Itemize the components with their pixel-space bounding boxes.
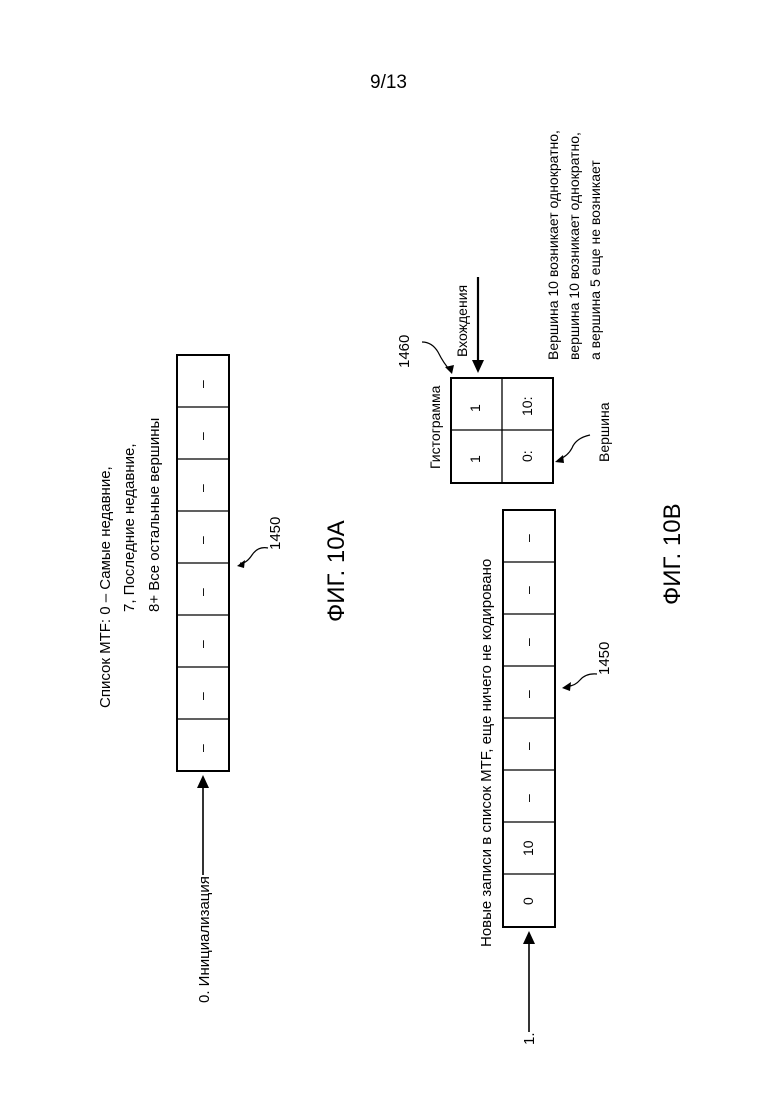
histogram-ref-leader [422, 342, 450, 370]
fig10a-cell-8: – [195, 744, 209, 752]
hist-count-0: 1 [468, 455, 482, 463]
fig10b-cell-1: 0 [521, 897, 535, 905]
fig10b-step-arrowhead [523, 931, 535, 944]
occurrences-label: Вхождения [455, 285, 469, 357]
fig10a-cell-1: – [195, 380, 209, 388]
histogram-label: Гистограмма [428, 386, 442, 469]
note-line2: вершина 10 возникает однократно, [567, 132, 581, 360]
fig10a-cell-4: – [195, 536, 209, 544]
vertex-label: Вершина [597, 403, 611, 462]
note-line3: а вершина 5 еще не возникает [588, 160, 602, 360]
fig10a-cell-7: – [195, 692, 209, 700]
fig10b-ref-1450: 1450 [597, 642, 612, 675]
fig10a-caption: ФИГ. 10А [325, 520, 349, 622]
hist-count-10: 1 [468, 404, 482, 412]
fig10a-cell-2: – [195, 432, 209, 440]
fig10b-caption: ФИГ. 10В [661, 503, 685, 605]
fig10b-cell-3: – [521, 794, 535, 802]
fig10b-new-entries-label: Новые записи в список MTF, еще ничего не… [479, 559, 494, 947]
fig10b-cell-dividers [503, 562, 555, 874]
note-line1: Вершина 10 возникает однократно, [546, 130, 560, 360]
hist-vertex-10: 10: [520, 397, 534, 416]
fig10a-cell-5: – [195, 588, 209, 596]
fig10a-ref-1450: 1450 [268, 517, 283, 550]
fig10a-init-arrowhead [197, 775, 209, 788]
fig10a-legend-line1: Список MTF: 0 – Самые недавние, [98, 466, 113, 708]
fig10b-cell-5: – [521, 690, 535, 698]
fig10a-cell-dividers [177, 407, 229, 719]
fig10b-cell-8: – [521, 534, 535, 542]
fig10b-cell-4: – [521, 742, 535, 750]
fig10a-legend-line3: 8+ Все остальные вершины [147, 418, 162, 612]
fig10a-cell-3: – [195, 484, 209, 492]
fig10b-cell-2: 10 [521, 840, 535, 856]
fig10b-ref-1460: 1460 [397, 335, 412, 368]
fig10a-legend-line2: 7, Последние недавние, [122, 443, 137, 612]
fig10b-cell-7: – [521, 586, 535, 594]
hist-vertex-0: 0: [520, 450, 534, 462]
fig10b-step-label: 1. [522, 1032, 537, 1045]
fig10a-cell-6: – [195, 640, 209, 648]
fig10a-init-label: 0. Инициализация [197, 876, 212, 1003]
fig10b-cell-6: – [521, 638, 535, 646]
